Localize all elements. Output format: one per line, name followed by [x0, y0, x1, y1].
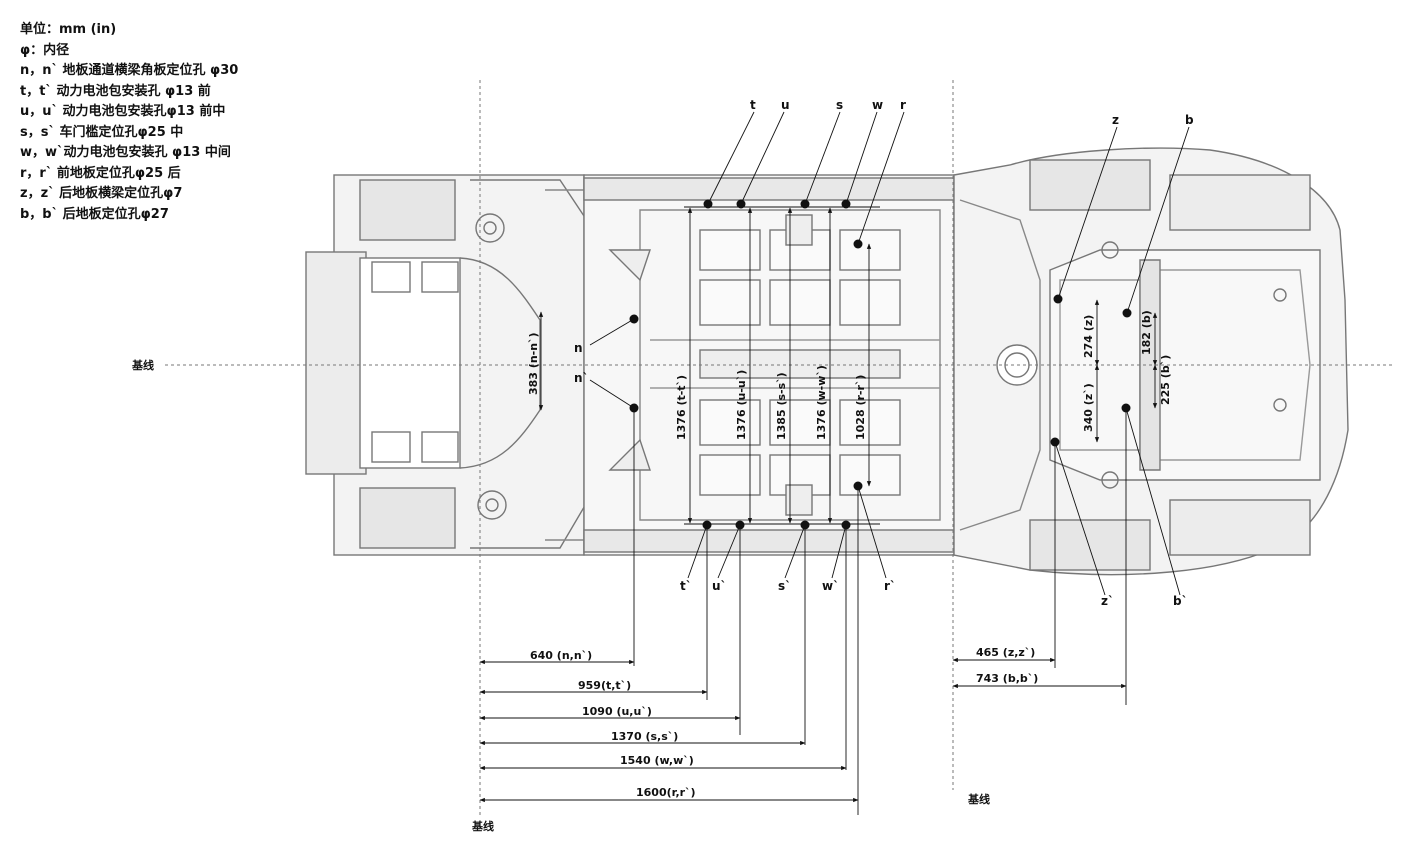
- dim-label-r: 1600(r,r`): [636, 786, 696, 799]
- vehicle-body: [305, 147, 1349, 576]
- leader-lines: [589, 111, 1190, 815]
- legend-line-u: u，u` 动力电池包安装孔φ13 前中: [20, 104, 226, 119]
- dim-label-nn: 383 (n-n`): [527, 332, 540, 395]
- point-z-prime: [1050, 437, 1060, 447]
- point-t-prime: [702, 520, 712, 530]
- dim-label-ss: 1385 (s-s`): [775, 372, 788, 440]
- point-s-prime: [800, 520, 810, 530]
- label-u-prime: u`: [712, 579, 727, 593]
- dim-label-uu: 1376 (u-u`): [735, 370, 748, 440]
- point-w-prime: [841, 520, 851, 530]
- label-r: r: [900, 98, 906, 112]
- dim-label-b-horizontal: 743 (b,b`): [976, 672, 1038, 685]
- label-s: s: [836, 98, 843, 112]
- label-t: t: [750, 98, 756, 112]
- dim-label-u: 1090 (u,u`): [582, 705, 652, 718]
- dim-label-z-horizontal: 465 (z,z`): [976, 646, 1035, 659]
- point-w: [841, 199, 851, 209]
- legend-line-r: r，r` 前地板定位孔φ25 后: [20, 165, 181, 181]
- legend-line-t: t，t` 动力电池包安装孔 φ13 前: [20, 83, 211, 99]
- dim-label-tt: 1376 (t-t`): [675, 375, 688, 440]
- point-t: [703, 199, 713, 209]
- legend-line-phi: φ：内径: [20, 42, 70, 58]
- point-u: [736, 199, 746, 209]
- label-z: z: [1112, 113, 1119, 127]
- point-u-prime: [735, 520, 745, 530]
- baseline-label-front: 基线: [471, 819, 494, 833]
- horizontal-dimension-lines: [479, 657, 1127, 803]
- label-r-prime: r`: [884, 579, 896, 593]
- dim-label-b: 182 (b): [1140, 310, 1153, 355]
- label-s-prime: s`: [778, 579, 791, 593]
- baseline-label-center: 基线: [131, 358, 154, 372]
- point-r-prime: [853, 481, 863, 491]
- legend-line-z: z，z` 后地板横梁定位孔φ7: [20, 186, 183, 201]
- legend-line-b: b，b` 后地板定位孔φ27: [20, 206, 169, 222]
- label-w: w: [872, 98, 883, 112]
- dim-label-ww: 1376 (w-w`): [815, 365, 828, 440]
- legend-line-n: n，n` 地板通道横梁角板定位孔 φ30: [20, 63, 239, 78]
- point-r: [853, 239, 863, 249]
- measurement-points: [629, 199, 1132, 530]
- label-b: b: [1185, 113, 1194, 127]
- point-z: [1053, 294, 1063, 304]
- label-n: n: [574, 341, 583, 355]
- label-b-prime: b`: [1173, 594, 1188, 608]
- point-n-prime: [629, 403, 639, 413]
- point-n: [629, 314, 639, 324]
- label-n-prime: n`: [574, 371, 589, 385]
- legend-line-w: w，w`动力电池包安装孔 φ13 中间: [20, 145, 231, 160]
- dim-label-t: 959(t,t`): [578, 679, 631, 692]
- point-b-prime: [1121, 403, 1131, 413]
- dim-label-w: 1540 (w,w`): [620, 754, 694, 767]
- legend: 单位：mm (in) φ：内径 n，n` 地板通道横梁角板定位孔 φ30 t，t…: [20, 20, 238, 225]
- point-b: [1122, 308, 1132, 318]
- baseline-label-rear: 基线: [967, 792, 990, 806]
- label-z-prime: z`: [1101, 594, 1114, 608]
- legend-line-unit: 单位：mm (in): [20, 22, 117, 37]
- dim-label-rr: 1028 (r-r`): [854, 375, 867, 440]
- label-u: u: [781, 98, 790, 112]
- dim-label-n: 640 (n,n`): [530, 649, 592, 662]
- dim-label-s: 1370 (s,s`): [611, 730, 678, 743]
- legend-line-s: s，s` 车门槛定位孔φ25 中: [20, 124, 184, 140]
- label-t-prime: t`: [680, 579, 692, 593]
- label-w-prime: w`: [822, 579, 839, 593]
- dim-label-z: 274 (z): [1082, 315, 1095, 358]
- dim-label-bb: 225 (b`): [1159, 355, 1172, 405]
- point-s: [800, 199, 810, 209]
- dim-label-zz: 340 (z`): [1082, 383, 1095, 432]
